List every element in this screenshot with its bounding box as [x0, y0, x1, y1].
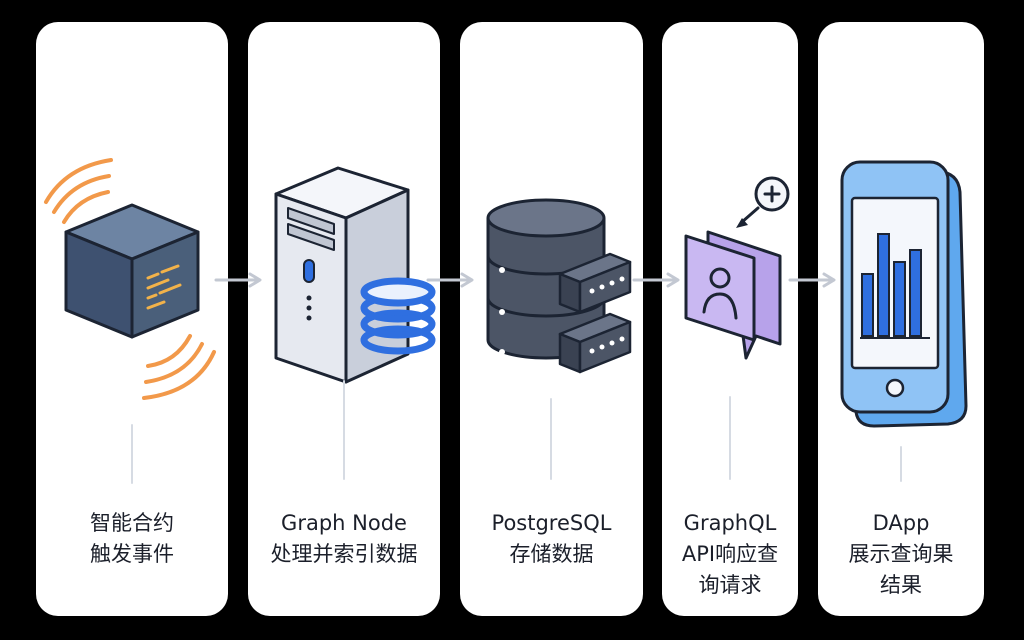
step-card-graphql: GraphQL API响应查 询请求: [662, 22, 798, 616]
index-rings-icon: [360, 277, 436, 355]
step-label-dapp: DApp 展示查询果 结果: [848, 511, 954, 597]
flow-arrow-3: [632, 272, 680, 288]
connector-stem: [343, 380, 345, 480]
database-icon: [486, 198, 632, 374]
smartphone-chart-icon: [840, 160, 968, 428]
cube-broadcast-icon: [44, 158, 216, 400]
connector-stem: [729, 396, 731, 480]
connector-stem: [550, 398, 552, 480]
step-label-postgresql: PostgreSQL 存储数据: [491, 511, 612, 566]
flow-arrow-2: [426, 272, 474, 288]
connector-stem: [131, 424, 133, 484]
step-card-smart-contract: 智能合约 触发事件: [36, 22, 228, 616]
step-label-graph-node: Graph Node 处理并索引数据: [270, 511, 418, 566]
flow-arrow-4: [788, 272, 836, 288]
step-label-graphql: GraphQL API响应查 询请求: [681, 511, 779, 597]
flow-arrow-1: [214, 272, 262, 288]
step-card-dapp: DApp 展示查询果 结果: [818, 22, 984, 616]
close-circle-icon: [754, 176, 790, 212]
connector-stem: [900, 446, 902, 482]
server-tower-icon: [274, 166, 436, 384]
step-card-postgresql: PostgreSQL 存储数据: [460, 22, 643, 616]
step-card-graph-node: Graph Node 处理并索引数据: [248, 22, 440, 616]
chat-user-icon: [684, 176, 790, 360]
step-label-smart-contract: 智能合约 触发事件: [90, 511, 174, 566]
